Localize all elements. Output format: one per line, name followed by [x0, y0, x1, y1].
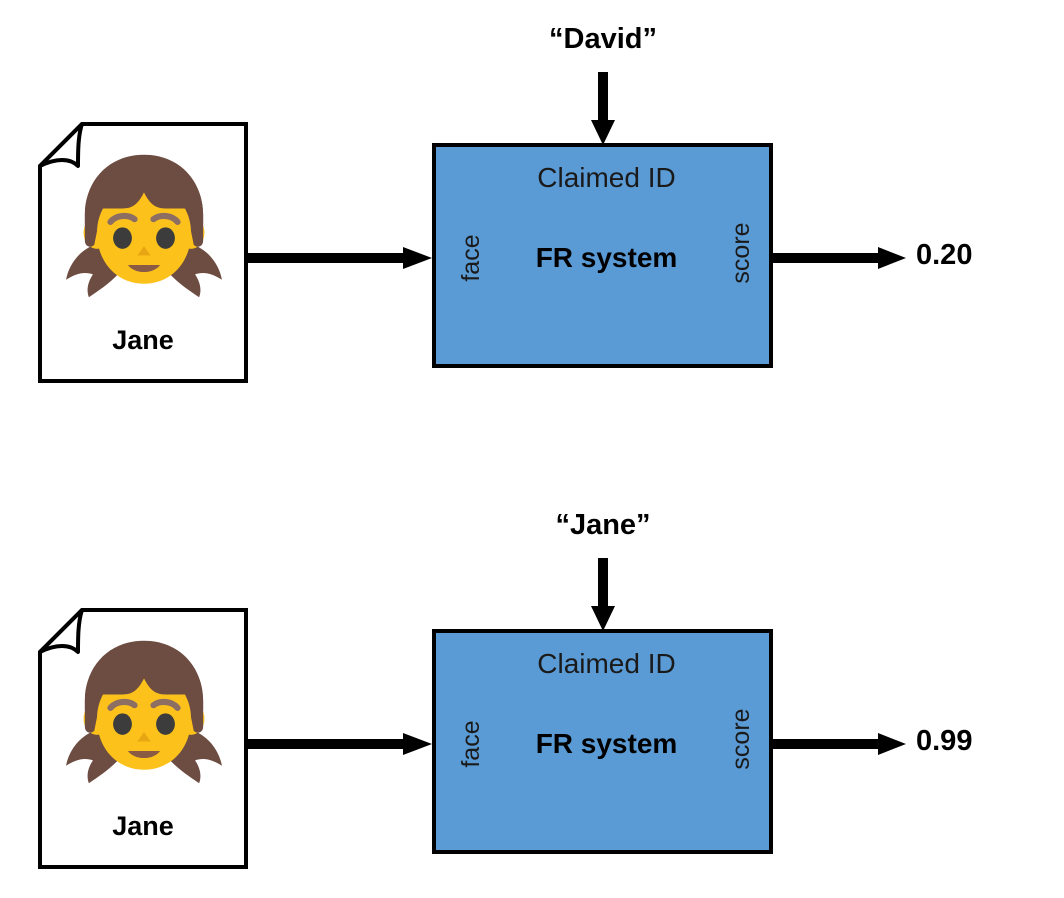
- claimed-id-input-label: “David”: [549, 23, 657, 55]
- document-name-label: Jane: [112, 325, 174, 355]
- score-output-arrow: [771, 245, 908, 271]
- girl-emoji: [66, 154, 222, 298]
- document-card: Jane: [38, 122, 248, 383]
- claimed-id-input-label: “Jane”: [555, 509, 651, 541]
- pipeline-row-impostor: Jane “David” Claimed ID FR system face s…: [0, 0, 1064, 420]
- score-output-arrow: [771, 731, 908, 757]
- face-port-label: face: [457, 234, 485, 282]
- face-input-arrow: [248, 245, 434, 271]
- score-value: 0.20: [916, 239, 973, 271]
- fr-system-title: FR system: [535, 728, 678, 759]
- pipeline-row-genuine: Jane “Jane” Claimed ID FR system face sc…: [0, 486, 1064, 898]
- claimed-id-arrow: [588, 72, 618, 146]
- document-name-label: Jane: [112, 811, 174, 841]
- face-input-arrow: [248, 731, 434, 757]
- fr-claimed-id-label: Claimed ID: [537, 648, 676, 679]
- girl-emoji: [66, 640, 222, 784]
- face-port-label: face: [457, 720, 485, 768]
- fr-system-box: Claimed ID FR system face score: [432, 629, 773, 854]
- score-value: 0.99: [916, 725, 973, 757]
- score-port-label: score: [727, 222, 755, 284]
- fr-system-box: Claimed ID FR system face score: [432, 143, 773, 368]
- fr-claimed-id-label: Claimed ID: [537, 162, 676, 193]
- fr-system-title: FR system: [535, 242, 678, 273]
- claimed-id-arrow: [588, 558, 618, 632]
- score-port-label: score: [727, 708, 755, 770]
- document-card: Jane: [38, 608, 248, 869]
